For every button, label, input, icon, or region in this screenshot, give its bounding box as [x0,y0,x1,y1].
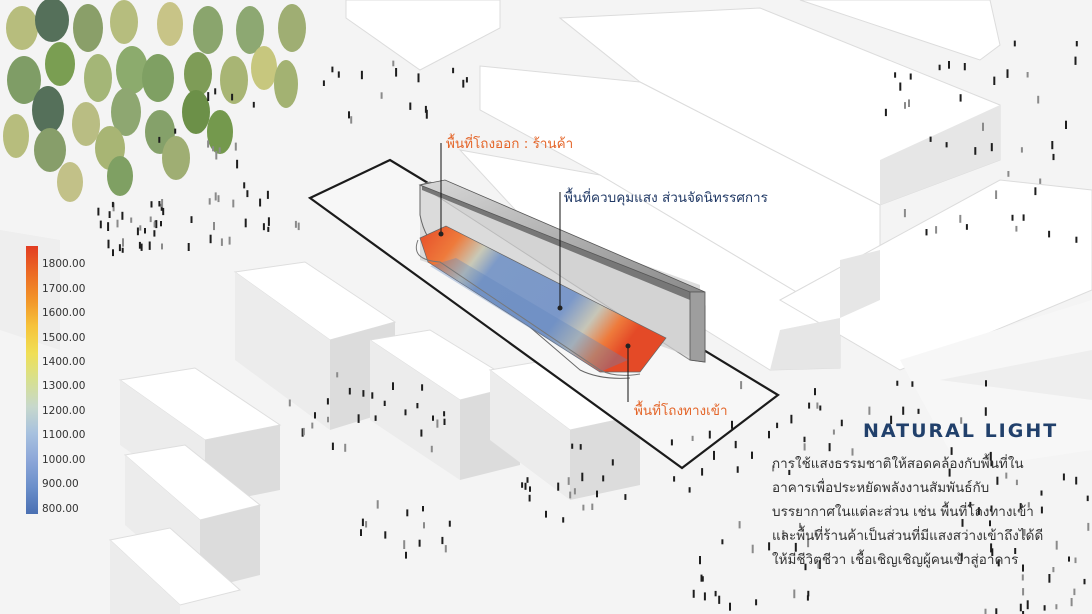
legend-tick: 900.00 [42,478,79,490]
legend-tick: 1800.00 [42,258,86,270]
panel-body: การใช้แสงธรรมชาติให้สอดคล้องกับพื้นที่ใน… [772,452,1088,572]
callout-exit-area: พื้นที่โถงออก : ร้านค้า [446,136,574,152]
legend-tick: 1500.00 [42,332,86,344]
legend-tick: 1000.00 [42,454,86,466]
panel-line: และพื้นที่ร้านค้าเป็นส่วนที่มีแสงสว่างเข… [772,528,1044,544]
illuminance-map [419,225,667,373]
tree-cluster [3,0,306,202]
people-scatter [97,40,1090,614]
buildings-left [0,230,1092,614]
panel-line: การใช้แสงธรรมชาติให้สอดคล้องกับพื้นที่ใน [772,456,1024,472]
legend-tick: 1700.00 [42,283,86,295]
panel-line: อาคารเพื่อประหยัดพลังงานสัมพันธ์กับ [772,480,990,496]
panel-line: บรรยากาศในแต่ละส่วน เช่น พื้นที่โถงทางเข… [772,504,1034,520]
legend-tick: 800.00 [42,503,79,515]
panel-line: ให้มีชีวิตชีวา เชื้อเชิญเชิญผู้คนเข้าสู่… [772,552,1019,568]
legend-tick: 1200.00 [42,405,86,417]
callout-light-controlled-area: พื้นที่ควบคุมแสง ส่วนจัดนิทรรศการ [564,190,768,206]
legend-tick: 1600.00 [42,307,86,319]
legend-tick: 1400.00 [42,356,86,368]
legend-tick: 1300.00 [42,380,86,392]
legend-tick: 1100.00 [42,429,86,441]
illuminance-legend: 1800.00 1700.00 1600.00 1500.00 1400.00 … [26,246,96,515]
legend-color-bar [26,246,38,514]
callout-entrance-area: พื้นที่โถงทางเข้า [634,403,728,419]
panel-title: NATURAL LIGHT [863,420,1059,442]
